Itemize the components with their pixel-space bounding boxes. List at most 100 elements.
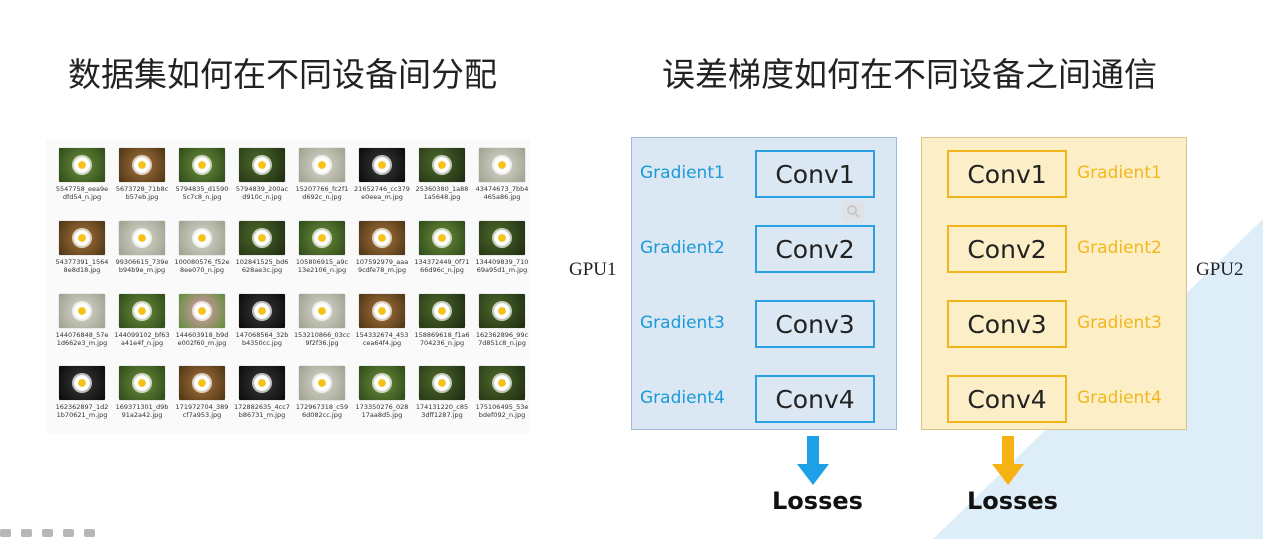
thumbnail-item: 162362896_99c7d851c8_n.jpg <box>472 293 532 360</box>
thumbnail-item: 134409839_71069a95d1_m.jpg <box>472 220 532 287</box>
flower-image <box>239 366 285 401</box>
flower-image <box>179 220 225 255</box>
thumbnail-filename: 144076848_57e1d662e3_m.jpg <box>55 330 109 347</box>
thumbnail-filename: 99306615_739eb94b9e_m.jpg <box>115 257 169 274</box>
flower-image <box>299 220 345 255</box>
next-icon[interactable] <box>42 529 53 537</box>
thumbnail-item: 144076848_57e1d662e3_m.jpg <box>52 293 112 360</box>
flower-image <box>359 220 405 255</box>
thumbnail-item: 158869618_f1a6704236_n.jpg <box>412 293 472 360</box>
flower-image <box>419 293 465 328</box>
thumbnail-item: 21652746_cc379e0eea_m.jpg <box>352 148 412 214</box>
thumbnail-filename: 107592979_aaa9cdfe78_m.jpg <box>355 257 409 274</box>
flower-image <box>479 293 525 328</box>
gpu1-gradient3-label: Gradient3 <box>640 313 725 333</box>
thumbnail-item: 25360380_1a881a5648.jpg <box>412 148 472 214</box>
gpu2-conv3-box: Conv3 <box>947 300 1067 348</box>
thumbnail-filename: 5673728_71b8cb57eb.jpg <box>115 185 169 201</box>
flower-image <box>179 148 225 182</box>
flower-image <box>59 366 105 401</box>
thumbnail-filename: 100080576_f52e8ee070_n.jpg <box>174 257 230 274</box>
gpu1-down-arrow-icon <box>797 436 829 485</box>
settings-icon[interactable] <box>84 529 95 537</box>
thumbnail-filename: 15207766_fc2f1d692c_n.jpg <box>295 185 349 201</box>
gpu2-panel: Conv1 Conv2 Conv3 Conv4 Gradient1 Gradie… <box>921 137 1187 430</box>
flower-image <box>419 148 465 182</box>
flower-image <box>299 148 345 182</box>
slideshow-controls <box>0 529 95 537</box>
thumbnail-item: 99306615_739eb94b9e_m.jpg <box>112 220 172 287</box>
flower-image <box>239 220 285 255</box>
thumbnail-filename: 144603918_b9de002f60_m.jpg <box>175 330 229 347</box>
thumbnail-item: 144603918_b9de002f60_m.jpg <box>172 293 232 360</box>
thumbnail-filename: 134372449_0f7166d96c_n.jpg <box>414 257 470 274</box>
thumbnail-filename: 102841525_bd6628ae3c.jpg <box>235 257 289 274</box>
thumbnail-item: 134372449_0f7166d96c_n.jpg <box>412 220 472 287</box>
gpu1-conv1-box: Conv1 <box>755 150 875 198</box>
gpu2-gradient4-label: Gradient4 <box>1077 388 1162 408</box>
pen-icon[interactable] <box>63 529 74 537</box>
gpu2-down-arrow-icon <box>992 436 1024 485</box>
flower-image <box>119 220 165 255</box>
thumbnail-item: 102841525_bd6628ae3c.jpg <box>232 220 292 287</box>
thumbnail-filename: 169371301_d9b91a2a42.jpg <box>115 403 169 420</box>
thumbnail-filename: 147068564_32bb4350cc.jpg <box>235 330 289 347</box>
thumbnail-filename: 172967318_c596d082cc.jpg <box>295 403 349 420</box>
thumbnail-item: 175106495_53ebdef092_n.jpg <box>472 366 532 432</box>
thumbnail-item: 169371301_d9b91a2a42.jpg <box>112 366 172 432</box>
flower-image <box>119 366 165 401</box>
gpu2-conv2-box: Conv2 <box>947 225 1067 273</box>
thumbnail-filename: 144099102_bf63a41e4f_n.jpg <box>114 330 170 347</box>
gpu1-conv2-box: Conv2 <box>755 225 875 273</box>
flower-image <box>239 148 285 182</box>
gpu2-gradient2-label: Gradient2 <box>1077 238 1162 258</box>
thumbnail-filename: 173350276_02817aa8d5.jpg <box>355 403 409 420</box>
flower-image <box>59 293 105 328</box>
gpu2-label: GPU2 <box>1196 259 1244 280</box>
title-data-distribution: 数据集如何在不同设备间分配 <box>68 55 497 94</box>
thumbnail-filename: 162362896_99c7d851c8_n.jpg <box>475 330 529 347</box>
flower-image <box>419 220 465 255</box>
thumbnail-filename: 162362897_1d21b70621_m.jpg <box>55 403 109 420</box>
thumbnail-filename: 153210866_03cc9f2f36.jpg <box>294 330 350 347</box>
thumbnail-item: 154332674_453cea64f4.jpg <box>352 293 412 360</box>
flower-image <box>479 366 525 401</box>
flower-image <box>299 366 345 401</box>
dataset-thumbnail-grid: 5547758_eea9edfd54_n.jpg 5673728_71b8cb57… <box>46 140 530 433</box>
thumbnail-filename: 175106495_53ebdef092_n.jpg <box>475 403 529 420</box>
thumbnail-item: 15207766_fc2f1d692c_n.jpg <box>292 148 352 214</box>
flower-image <box>179 366 225 401</box>
thumbnail-filename: 5794835_d15905c7c8_n.jpg <box>175 185 229 201</box>
gpu1-conv3-box: Conv3 <box>755 300 875 348</box>
gpu1-gradient1-label: Gradient1 <box>640 163 725 183</box>
flower-image <box>479 220 525 255</box>
flower-image <box>479 148 525 182</box>
thumbnail-item: 105806915_a9c13e2106_n.jpg <box>292 220 352 287</box>
title-gradient-communication: 误差梯度如何在不同设备之间通信 <box>662 55 1157 94</box>
thumbnail-item: 147068564_32bb4350cc.jpg <box>232 293 292 360</box>
thumbnail-item: 173350276_02817aa8d5.jpg <box>352 366 412 432</box>
thumbnail-item: 174131220_c853dff1287.jpg <box>412 366 472 432</box>
magnifier-icon[interactable] <box>842 201 864 221</box>
flower-image <box>359 148 405 182</box>
thumbnail-filename: 54377391_15648e8d18.jpg <box>55 257 109 274</box>
flower-image <box>419 366 465 401</box>
thumbnail-item: 5794835_d15905c7c8_n.jpg <box>172 148 232 214</box>
gpu2-conv4-box: Conv4 <box>947 375 1067 423</box>
thumbnail-filename: 5794839_200acd910c_n.jpg <box>235 185 289 201</box>
flower-image <box>119 293 165 328</box>
thumbnail-filename: 5547758_eea9edfd54_n.jpg <box>55 185 109 201</box>
flower-image <box>179 293 225 328</box>
thumbnail-item: 171972704_389cf7a953.jpg <box>172 366 232 432</box>
gpu2-gradient1-label: Gradient1 <box>1077 163 1162 183</box>
flower-image <box>59 148 105 182</box>
play-icon[interactable] <box>21 529 32 537</box>
thumbnail-item: 144099102_bf63a41e4f_n.jpg <box>112 293 172 360</box>
thumbnail-item: 172967318_c596d082cc.jpg <box>292 366 352 432</box>
thumbnail-item: 153210866_03cc9f2f36.jpg <box>292 293 352 360</box>
prev-icon[interactable] <box>0 529 11 537</box>
thumbnail-filename: 25360380_1a881a5648.jpg <box>415 185 469 201</box>
thumbnail-filename: 158869618_f1a6704236_n.jpg <box>414 330 470 347</box>
thumbnail-item: 100080576_f52e8ee070_n.jpg <box>172 220 232 287</box>
flower-image <box>359 293 405 328</box>
